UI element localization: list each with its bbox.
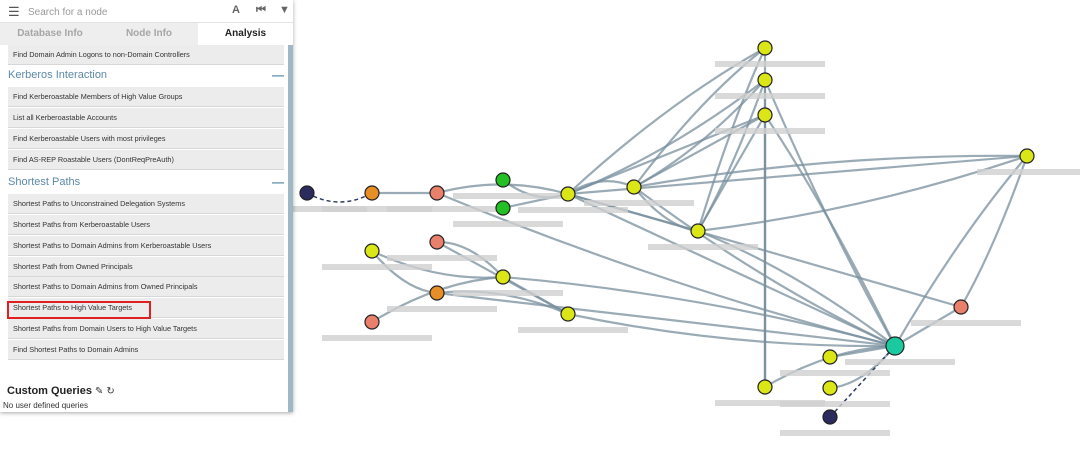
no-queries-text: No user defined queries [3,401,88,410]
query-list: Find Domain Admin Logons to non-Domain C… [0,45,293,373]
graph-node[interactable] [885,336,905,356]
graph-node[interactable] [560,306,576,322]
custom-queries-header: Custom Queries✎↻ [7,385,115,397]
query-item[interactable]: Shortest Paths to Unconstrained Delegati… [8,194,284,214]
blurred-node-label [648,244,758,250]
query-item[interactable]: Shortest Paths from Domain Users to High… [8,319,284,339]
graph-node[interactable] [364,243,380,259]
blurred-node-label [715,61,825,67]
graph-edge[interactable] [894,306,962,347]
blurred-node-label [780,370,890,376]
graph-node[interactable] [429,285,445,301]
query-item[interactable]: Find AS-REP Roastable Users (DontReqPreA… [8,150,284,170]
graph-node[interactable] [822,409,838,425]
blurred-node-label [453,221,563,227]
graph-edge[interactable] [829,345,896,418]
filter-icon[interactable]: ▼ [279,4,290,16]
graph-edge[interactable] [436,191,896,348]
graph-node[interactable] [757,107,773,123]
blurred-node-label [387,255,497,261]
graph-node[interactable] [757,72,773,88]
query-item[interactable]: Find Domain Admin Logons to non-Domain C… [8,45,284,65]
graph-edge[interactable] [567,113,766,196]
tab-analysis[interactable]: Analysis [198,23,293,45]
custom-queries-title: Custom Queries [7,385,92,397]
query-item[interactable]: Find Kerberoastable Members of High Valu… [8,87,284,107]
graph-node[interactable] [626,179,642,195]
tab-bar: Database Info Node Info Analysis [0,23,293,45]
blurred-node-label [453,193,563,199]
highlight-box [7,301,151,319]
tab-database-info[interactable]: Database Info [0,23,100,45]
blurred-node-label [911,320,1021,326]
query-item[interactable]: Shortest Paths from Kerberoastable Users [8,215,284,235]
graph-edge[interactable] [633,154,1028,189]
refresh-icon[interactable]: ↻ [106,386,115,397]
blurred-node-label [715,128,825,134]
graph-edge[interactable] [894,155,1028,347]
pathfinding-icon[interactable]: A [232,4,240,16]
graph-node[interactable] [1019,148,1035,164]
graph-edge[interactable] [633,47,766,188]
collapse-kerberos-icon[interactable]: — [272,68,284,82]
blurred-node-label [518,327,628,333]
blurred-node-label [257,206,367,212]
blurred-node-label [780,401,890,407]
graph-node[interactable] [364,185,380,201]
blurred-node-label [780,430,890,436]
query-item[interactable]: Find Kerberoastable Users with most priv… [8,129,284,149]
left-panel: ☰ A ⏮ ▼ Database Info Node Info Analysis… [0,0,293,412]
graph-node[interactable] [429,234,445,250]
blurred-node-label [584,200,694,206]
blurred-node-label [715,93,825,99]
graph-edge[interactable] [960,155,1029,308]
blurred-node-label [387,306,497,312]
graph-edge[interactable] [567,193,896,347]
graph-node[interactable] [560,186,576,202]
search-bar: ☰ A ⏮ ▼ [0,0,293,23]
section-title-shortest-paths: Shortest Paths [8,176,81,188]
graph-edge[interactable] [567,312,896,348]
blurred-node-label [322,264,432,270]
blurred-node-label [387,206,497,212]
query-item[interactable]: Shortest Paths to Domain Admins from Own… [8,277,284,297]
blurred-node-label [715,400,825,406]
tab-node-info[interactable]: Node Info [100,23,198,45]
edit-pencil-icon[interactable]: ✎ [94,386,104,397]
graph-node[interactable] [822,349,838,365]
graph-edge[interactable] [697,79,767,232]
graph-node[interactable] [690,223,706,239]
blurred-node-label [518,207,628,213]
graph-node[interactable] [953,299,969,315]
blurred-node-label [977,169,1080,175]
query-item[interactable]: List all Kerberoastable Accounts [8,108,284,128]
query-item[interactable]: Shortest Path from Owned Principals [8,257,284,277]
graph-node[interactable] [822,380,838,396]
graph-node[interactable] [757,379,773,395]
blurred-node-label [322,335,432,341]
graph-node[interactable] [495,269,511,285]
blurred-node-label [322,206,432,212]
graph-edge[interactable] [763,79,896,347]
query-item[interactable]: Find Shortest Paths to Domain Admins [8,340,284,360]
blurred-node-label [453,290,563,296]
scrollbar[interactable] [288,45,293,412]
blurred-node-label [845,359,955,365]
back-icon[interactable]: ⏮ [256,4,266,16]
graph-node[interactable] [299,185,315,201]
search-input[interactable] [26,3,210,21]
graph-edge[interactable] [306,192,373,203]
graph-node[interactable] [495,200,511,216]
graph-edge[interactable] [436,291,896,348]
graph-node[interactable] [757,40,773,56]
collapse-shortest-paths-icon[interactable]: — [272,175,284,189]
graph-node[interactable] [364,314,380,330]
section-title-kerberos: Kerberos Interaction [8,69,108,81]
query-item[interactable]: Shortest Paths to Domain Admins from Ker… [8,236,284,256]
graph-node[interactable] [495,172,511,188]
hamburger-menu-icon[interactable]: ☰ [8,4,20,19]
graph-node[interactable] [429,185,445,201]
graph-edge[interactable] [697,229,896,347]
